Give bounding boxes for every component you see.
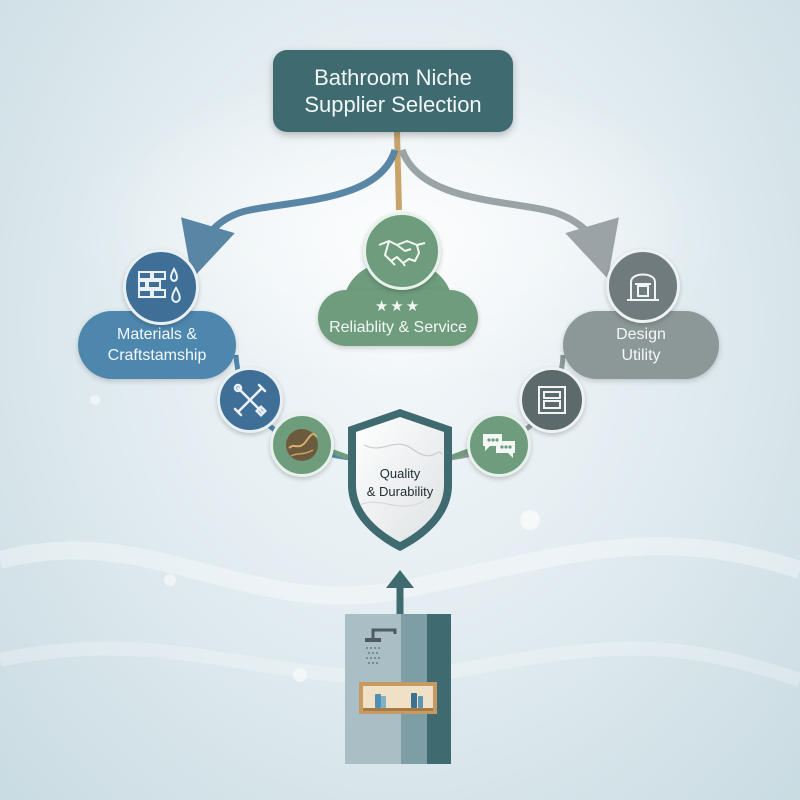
- niche-box-icon: [519, 367, 585, 433]
- reliability-label: Reliablity & Service: [329, 318, 467, 336]
- shower-niche-icon: [345, 614, 451, 764]
- design-label-line-1: Design: [616, 326, 666, 343]
- chat-bubbles-icon: [467, 413, 531, 477]
- diagram-title: Bathroom Niche Supplier Selection: [273, 50, 513, 132]
- quality-durability-label: Quality & Durability: [350, 465, 450, 501]
- rating-stars: ★★★: [374, 297, 422, 315]
- quality-label-line-2: & Durability: [366, 484, 434, 499]
- handshake-icon: [363, 212, 441, 290]
- bricks-water-icon: [123, 249, 199, 325]
- materials-label-line-2: Craftstamship: [107, 347, 207, 364]
- tools-icon: [217, 367, 283, 433]
- reliability-node: ★★★ Reliablity & Service: [318, 290, 478, 346]
- niche-arch-icon: [606, 249, 680, 323]
- design-label-line-2: Utility: [621, 347, 661, 364]
- materials-label-line-1: Materials &: [116, 326, 198, 343]
- title-line-2: Supplier Selection: [304, 92, 482, 117]
- trunk-connector: [394, 131, 402, 211]
- marble-sample-icon: [270, 413, 334, 477]
- shield-icon: [348, 409, 452, 551]
- left-branch-arrow: [181, 148, 399, 279]
- title-line-1: Bathroom Niche: [314, 65, 472, 90]
- right-branch-arrow: [398, 148, 619, 279]
- quality-label-line-1: Quality: [379, 466, 421, 481]
